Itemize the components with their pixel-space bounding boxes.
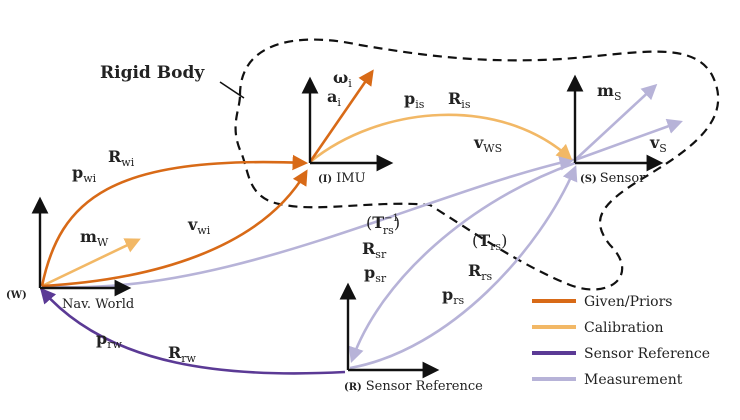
p-rw-label: prw (96, 329, 122, 351)
r-rw-label: Rrw (168, 343, 197, 365)
legend-label-calibration: Calibration (584, 320, 664, 336)
reference-frame-label: (R)Sensor Reference (344, 379, 483, 394)
m-w-arrow (41, 238, 141, 288)
omega-i-arrow (308, 69, 374, 163)
sensor-frame-label: (S)Sensor (580, 171, 646, 186)
t-rs-label: (Trs) (472, 231, 507, 253)
v-wi-label: vwi (187, 215, 211, 237)
legend-label-given: Given/Priors (584, 294, 672, 310)
omega-i-label: ωi (333, 68, 352, 90)
imu-frame-axes (301, 76, 394, 172)
p-is-arrow (309, 113, 573, 164)
p-sr-label: psr (364, 263, 387, 285)
rigid-body-outline (234, 38, 720, 291)
rigid-body-leader (219, 81, 245, 99)
p-rs-label: prs (442, 285, 464, 307)
r-is-label: Ris (448, 89, 471, 111)
r-sr-label: Rsr (362, 239, 387, 261)
m-s-label: mS (597, 81, 621, 103)
v-wi-arrow (41, 169, 308, 288)
a-i-label: ai (327, 87, 341, 109)
legend-label-sensor-reference: Sensor Reference (584, 346, 710, 362)
p-is-label: pis (404, 89, 425, 111)
v-s-label: vS (649, 133, 667, 155)
sensor-to-reference-arrow (348, 161, 576, 363)
legend-label-measurement: Measurement (584, 372, 683, 388)
rigid-body-label: Rigid Body (100, 63, 205, 83)
r-wi-label: Rwi (108, 147, 135, 169)
m-s-arrow (574, 83, 658, 161)
p-wi-arrow (40, 154, 309, 287)
imu-frame-label: (I)IMU (318, 171, 366, 186)
reference-to-sensor-arrow (349, 165, 578, 370)
reference-frame-axes (339, 282, 440, 379)
sensor-frame-axes (566, 74, 664, 172)
r-rs-label: Rrs (468, 261, 493, 283)
m-w-label: mW (80, 227, 109, 249)
world-frame-axes (31, 196, 132, 297)
legend: Given/Priors Calibration Sensor Referenc… (532, 294, 710, 388)
world-frame-tag: (W) (6, 290, 27, 301)
v-ws-arrow (41, 155, 576, 289)
v-ws-label: vWS (473, 133, 502, 155)
p-rw-arrow (39, 287, 346, 375)
world-frame-name: Nav. World (62, 297, 134, 312)
v-s-arrow (574, 118, 683, 162)
p-wi-label: pwi (72, 163, 97, 185)
